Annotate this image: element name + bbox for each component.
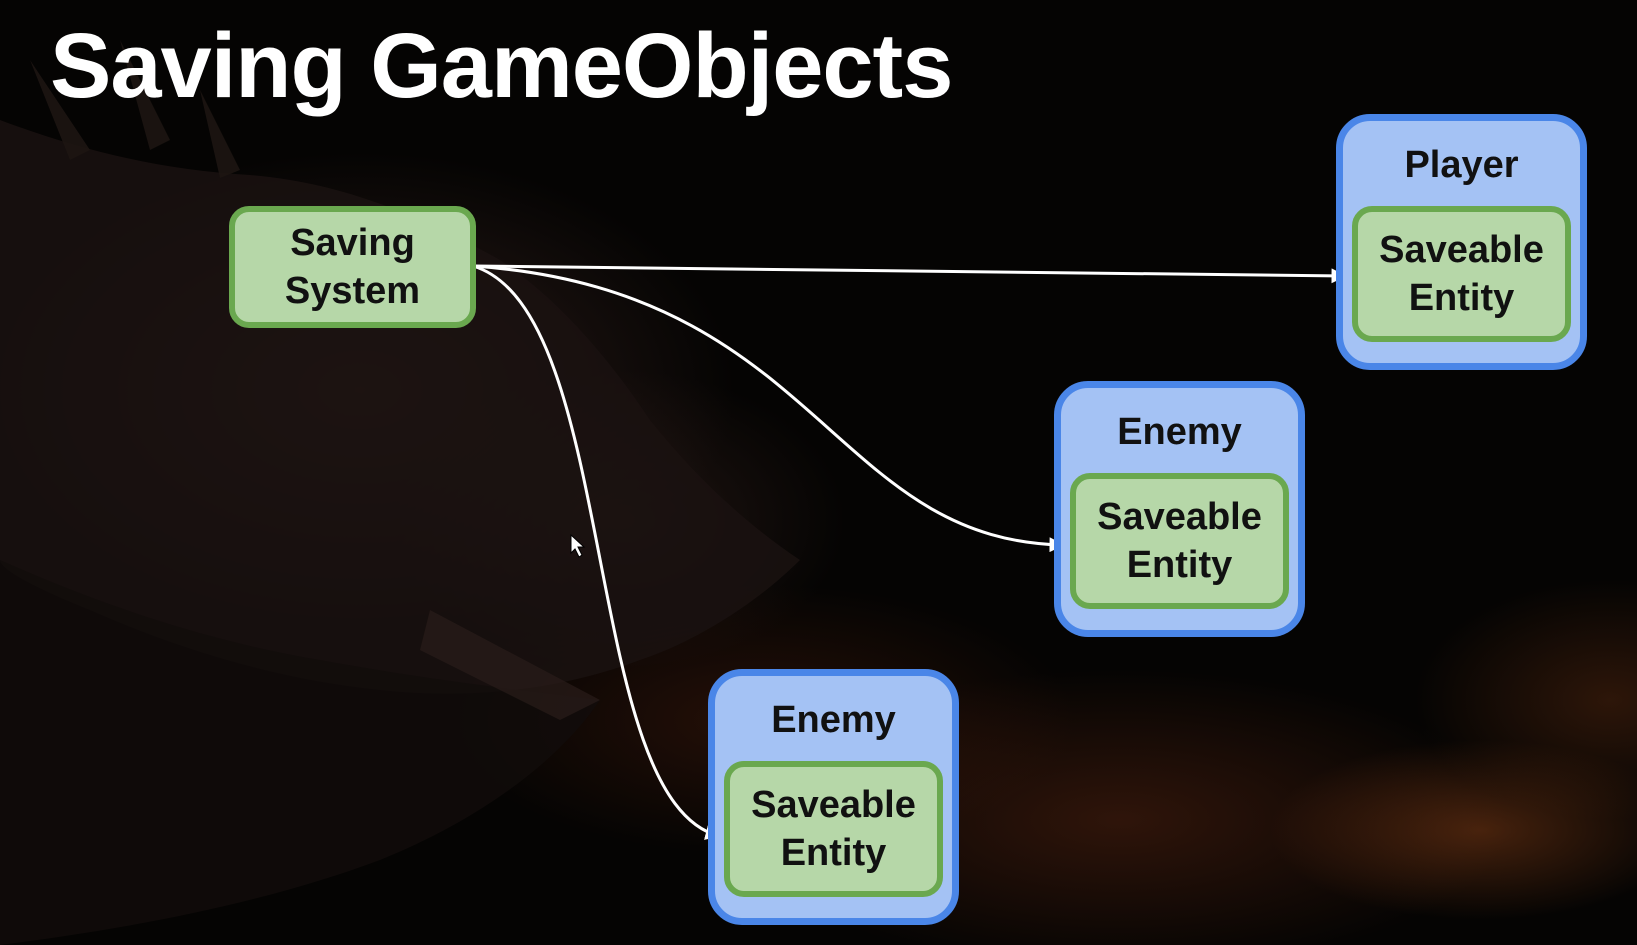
saving-system-label-line2: System xyxy=(284,270,421,312)
slide-title: Saving GameObjects xyxy=(50,15,953,117)
saveable-entity-label-line1: Saveable xyxy=(1097,496,1262,538)
arrow-to-enemy-middle xyxy=(472,264,1065,553)
arrow-to-player xyxy=(472,264,1347,284)
enemy-middle-saveable-entity-node: Saveable Entity xyxy=(1070,473,1289,609)
arrow-to-enemy-bottom xyxy=(472,264,721,840)
saveable-entity-label-line2: Entity xyxy=(780,832,887,874)
saving-system-node: Saving System xyxy=(229,206,476,328)
player-label: Player xyxy=(1404,144,1519,186)
enemy-bottom-saveable-entity-node: Saveable Entity xyxy=(724,761,943,897)
saveable-entity-label-line2: Entity xyxy=(1126,544,1233,586)
player-container: Player Saveable Entity xyxy=(1336,114,1587,370)
enemy-container-bottom: Enemy Saveable Entity xyxy=(708,669,959,925)
enemy-label: Enemy xyxy=(771,699,896,741)
saveable-entity-label-line2: Entity xyxy=(1408,277,1515,319)
enemy-label: Enemy xyxy=(1117,411,1242,453)
player-saveable-entity-node: Saveable Entity xyxy=(1352,206,1571,342)
saveable-entity-label-line1: Saveable xyxy=(751,784,916,826)
saving-system-label-line1: Saving xyxy=(290,222,415,264)
mouse-cursor-icon xyxy=(570,533,586,558)
enemy-container-middle: Enemy Saveable Entity xyxy=(1054,381,1305,637)
saveable-entity-label-line1: Saveable xyxy=(1379,229,1544,271)
